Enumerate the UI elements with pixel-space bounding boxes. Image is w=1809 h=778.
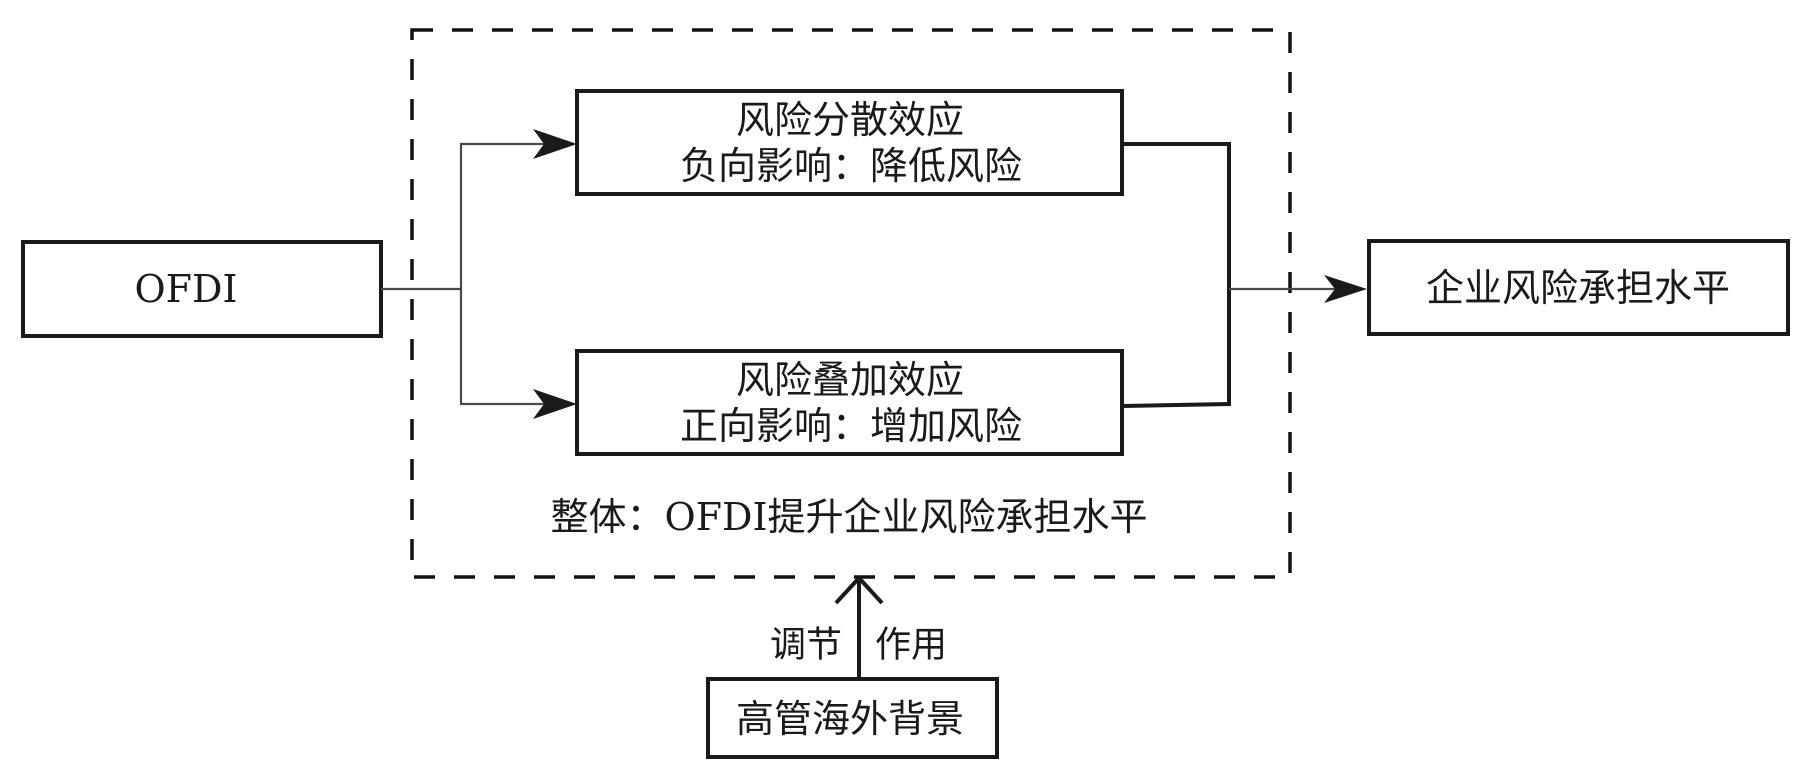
mediator-2-title: 风险叠加效应 xyxy=(736,358,964,402)
merge-line-upper xyxy=(1122,142,1231,289)
moderator-node-label: 高管海外背景 xyxy=(736,697,964,741)
branch-line-lower xyxy=(459,289,545,406)
moderator-arrowhead xyxy=(834,575,884,605)
arrowhead-upper xyxy=(533,129,577,159)
target-node-label: 企业风险承担水平 xyxy=(1426,266,1730,310)
moderator-arrow-label-right: 作用 xyxy=(875,625,947,666)
moderator-arrow-label-left: 调节 xyxy=(770,625,842,666)
target-node-box xyxy=(1367,239,1790,336)
mediator-box-2 xyxy=(575,349,1124,456)
merge-line-lower xyxy=(1121,289,1231,408)
overall-note: 整体：OFDI提升企业风险承担水平 xyxy=(551,495,1148,539)
mechanism-boundary xyxy=(410,28,1292,579)
mediator-1-title: 风险分散效应 xyxy=(736,98,964,142)
arrowhead-output xyxy=(1324,275,1367,303)
moderator-node-box xyxy=(706,677,999,759)
branch-line-upper xyxy=(459,142,545,289)
target-node: 企业风险承担水平 xyxy=(1367,239,1790,336)
mediator-risk-accumulation: 风险叠加效应 正向影响：增加风险 xyxy=(575,349,1124,456)
mediator-risk-diversification: 风险分散效应 负向影响：降低风险 xyxy=(575,89,1124,196)
source-node-box xyxy=(21,240,383,338)
source-node-label: OFDI xyxy=(135,267,238,311)
mediator-1-subtitle: 负向影响：降低风险 xyxy=(680,144,1022,188)
mediator-2-subtitle: 正向影响：增加风险 xyxy=(680,404,1022,448)
source-node: OFDI xyxy=(21,240,383,338)
moderator-node: 高管海外背景 xyxy=(706,677,999,759)
arrowhead-lower xyxy=(533,389,577,419)
